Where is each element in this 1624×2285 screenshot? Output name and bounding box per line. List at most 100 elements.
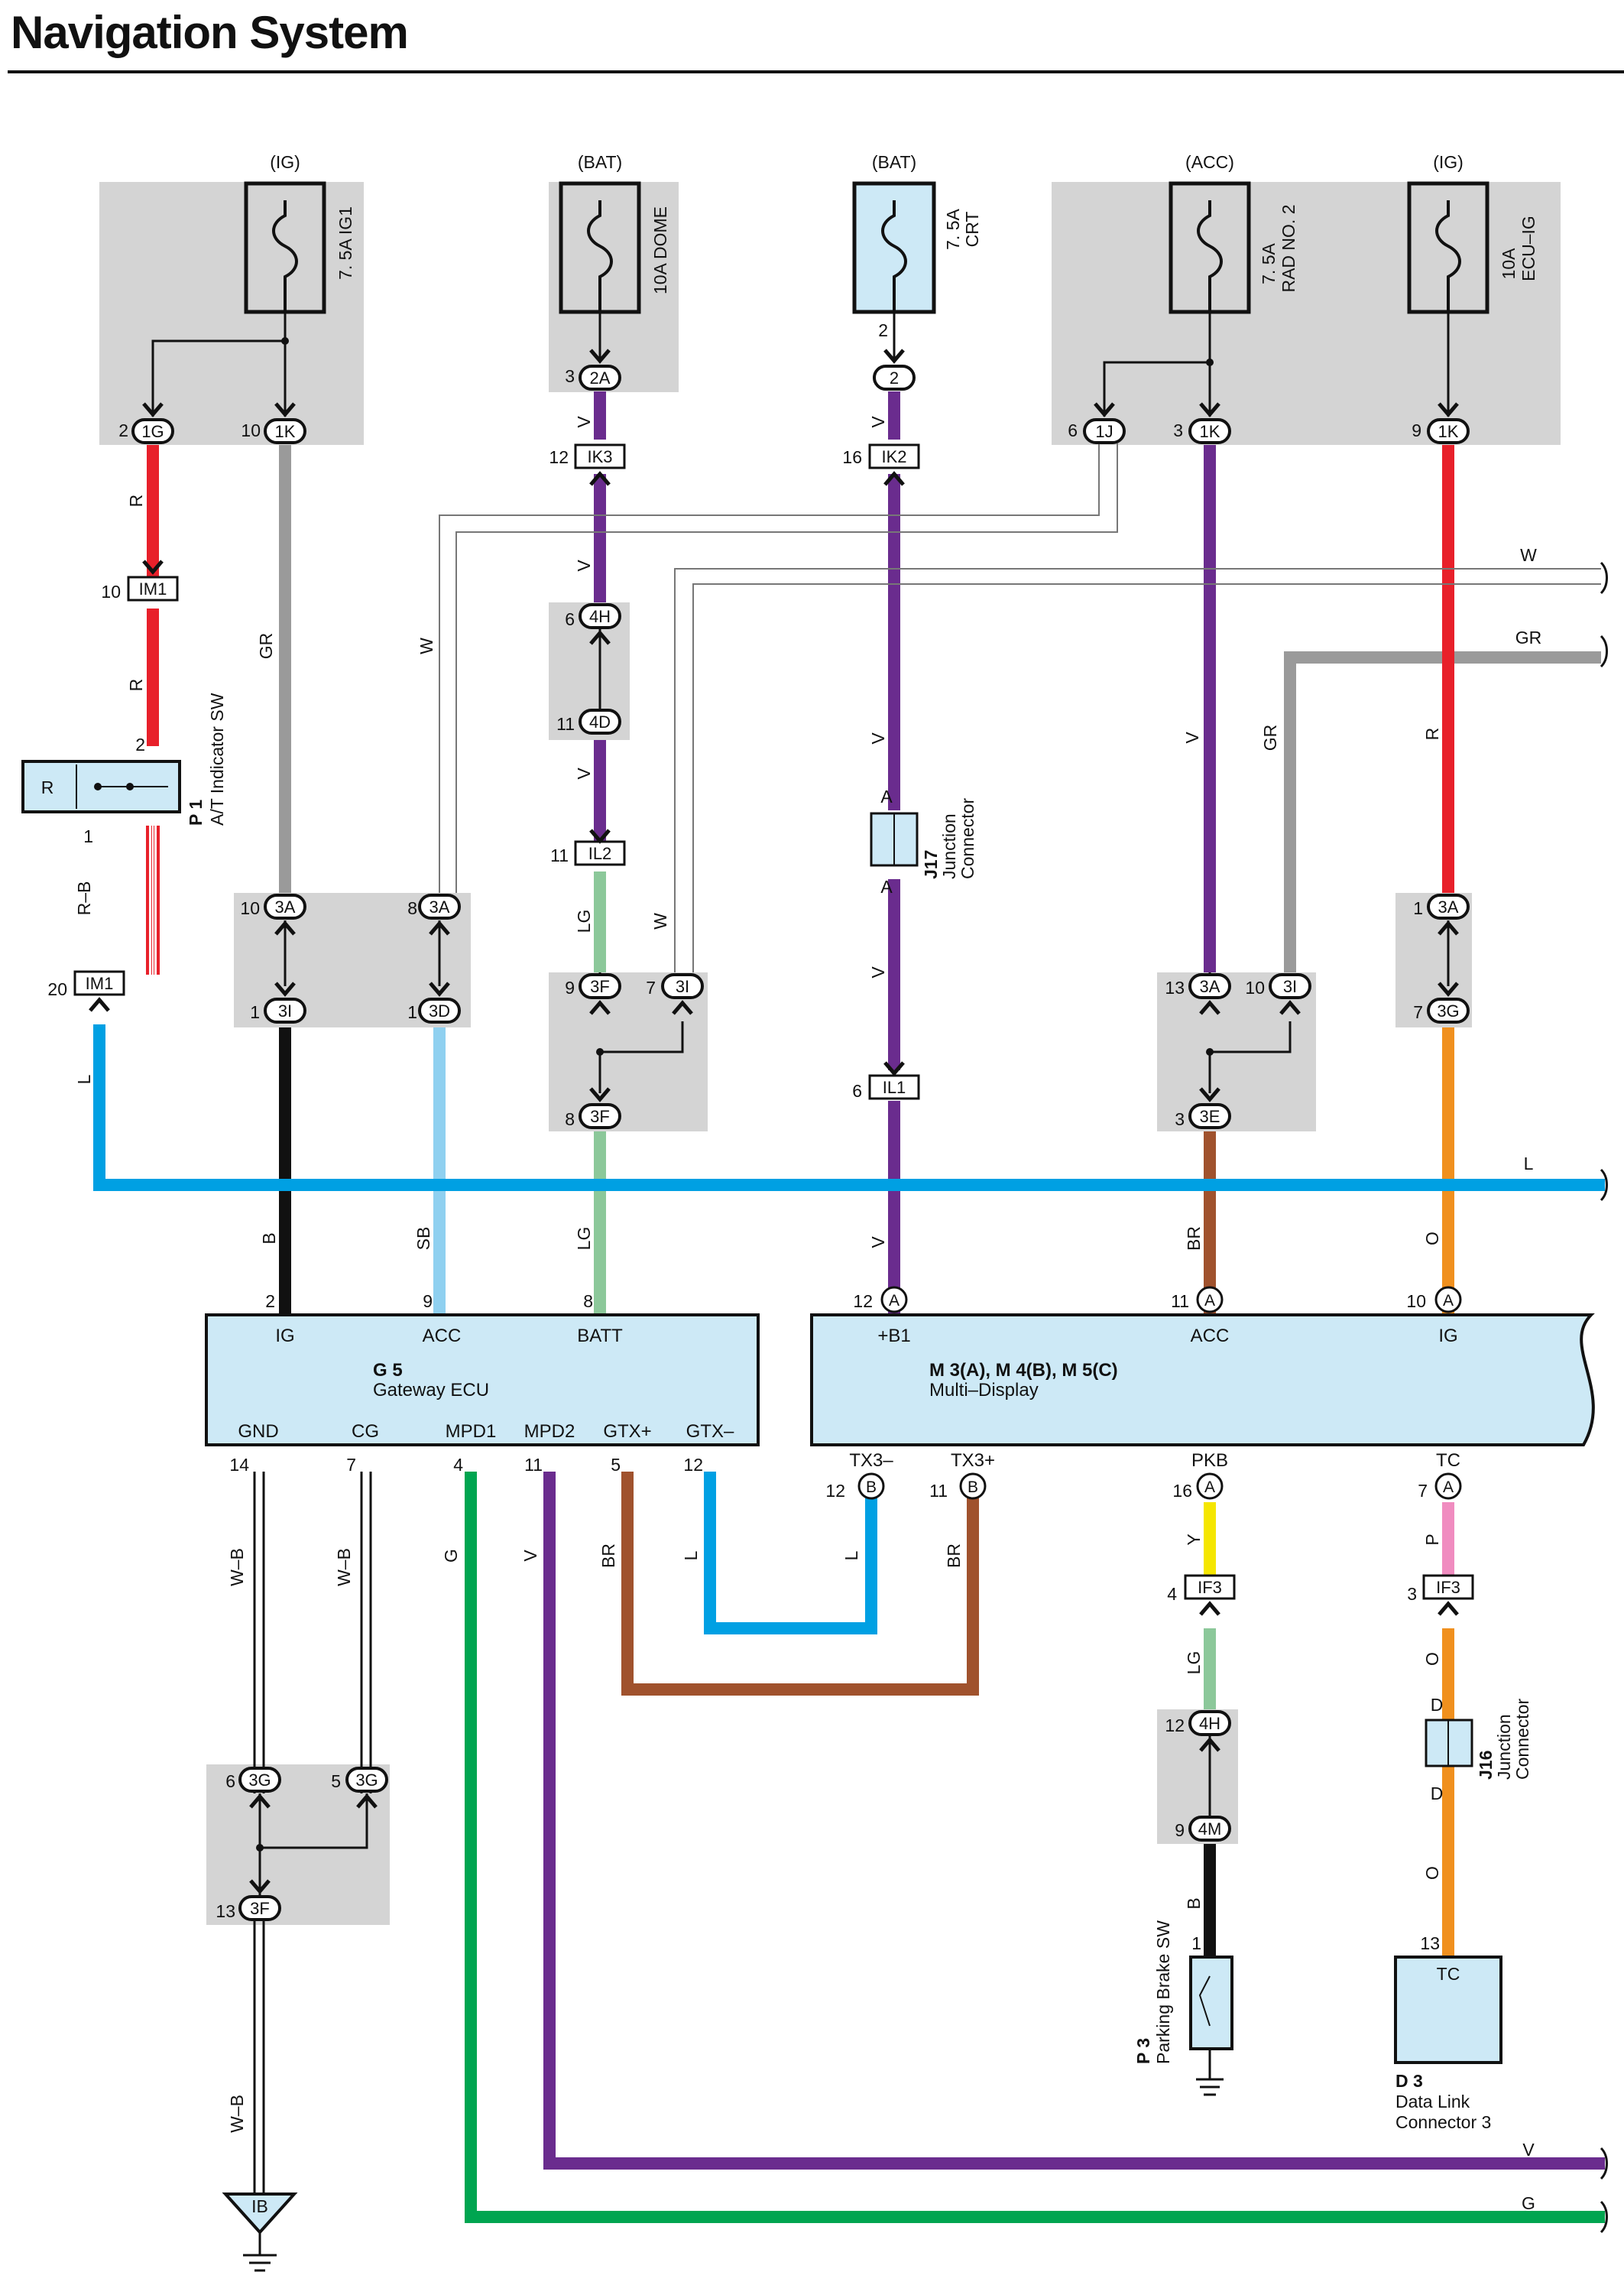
chevron-down-icon (1199, 1087, 1220, 1102)
title-rule (8, 70, 1624, 73)
svg-text:BATT: BATT (577, 1326, 623, 1346)
chevron-down-icon (1438, 402, 1459, 417)
connector-cA7: A (1434, 1472, 1462, 1500)
svg-text:BR: BR (944, 1543, 964, 1568)
connector-c3E: 3E (1188, 1103, 1231, 1129)
svg-text:4D: 4D (589, 712, 611, 732)
component-boxes (21, 760, 1595, 2272)
component-data-link-connector: TC D 3 Data Link Connector 3 (1395, 1964, 1491, 2132)
svg-text:11: 11 (1171, 1291, 1189, 1311)
svg-text:10: 10 (1406, 1291, 1426, 1311)
svg-text:3I: 3I (676, 977, 689, 996)
connector-cIK2: IK2 (868, 443, 920, 469)
svg-text:7: 7 (1413, 1002, 1423, 1022)
svg-text:V: V (1182, 732, 1202, 744)
chevron-down-icon (589, 829, 611, 844)
svg-text:IG: IG (1438, 1326, 1457, 1346)
svg-text:BR: BR (598, 1543, 618, 1568)
svg-text:P 1: P 1 (186, 800, 206, 826)
svg-text:Gateway ECU: Gateway ECU (373, 1380, 489, 1401)
connector-c2A: 2A (579, 365, 621, 391)
svg-text:G: G (441, 1549, 461, 1563)
svg-text:3G: 3G (355, 1771, 378, 1790)
junction-dot (596, 1048, 604, 1056)
svg-text:IL1: IL1 (883, 1078, 906, 1097)
svg-text:1: 1 (1413, 898, 1423, 918)
svg-text:ACC: ACC (423, 1326, 462, 1346)
wires (93, 391, 1605, 2223)
svg-text:GR: GR (1515, 628, 1542, 648)
component-gateway-ecu: IG ACC BATT G 5 Gateway ECU GND CG MPD1 … (238, 1326, 734, 1442)
connector-cB12: B (857, 1472, 885, 1500)
svg-text:3A: 3A (1438, 897, 1459, 917)
svg-text:GTX–: GTX– (686, 1421, 734, 1442)
connector-c1Kc: 1K (1427, 418, 1470, 444)
svg-text:12: 12 (683, 1455, 703, 1475)
chevron-down-icon (274, 982, 296, 997)
connector-c4D: 4D (579, 709, 621, 735)
svg-text:GND: GND (238, 1421, 278, 1442)
svg-text:3: 3 (565, 366, 575, 386)
svg-text:A: A (880, 787, 893, 807)
fuse-labels: (IG) (BAT) (BAT) (ACC) (IG) 7. 5A IG1 10… (270, 152, 1538, 294)
svg-text:3D: 3D (429, 1001, 450, 1021)
svg-text:B: B (968, 1478, 978, 1496)
connector-c3Gb: 3G (345, 1767, 388, 1793)
chevron-down-icon (589, 349, 611, 364)
connector-c3Aa: 3A (264, 894, 306, 920)
svg-text:W: W (650, 913, 670, 930)
fuse-rating: 7. 5A (1259, 242, 1279, 284)
svg-text:G 5: G 5 (373, 1360, 403, 1381)
svg-text:TX3–: TX3– (849, 1450, 893, 1471)
svg-text:4: 4 (1167, 1584, 1177, 1604)
svg-text:L: L (841, 1550, 861, 1560)
svg-text:IL2: IL2 (588, 844, 612, 863)
svg-text:V: V (1522, 2140, 1535, 2160)
svg-text:J16: J16 (1476, 1751, 1496, 1780)
connector-c1J: 1J (1083, 418, 1126, 444)
chevron-up-icon (1438, 1601, 1459, 1616)
svg-text:A/T Indicator SW: A/T Indicator SW (207, 693, 227, 826)
svg-text:IK3: IK3 (587, 447, 612, 466)
wire-codes: R GR W V R R R–B L V V LG W V V V V W GR… (74, 416, 1541, 2213)
svg-text:3E: 3E (1200, 1107, 1220, 1126)
svg-text:11: 11 (929, 1481, 948, 1501)
connector-cIL1: IL1 (868, 1074, 920, 1100)
svg-text:3: 3 (1407, 1584, 1417, 1604)
connector-c1K: 1K (264, 418, 306, 444)
svg-text:W: W (417, 638, 436, 654)
svg-text:TX3+: TX3+ (951, 1450, 995, 1471)
junction-j17: A A J17 Junction Connector (880, 787, 977, 897)
svg-text:1K: 1K (1438, 422, 1459, 441)
chevron-down-icon (883, 349, 905, 364)
svg-text:10: 10 (240, 898, 260, 918)
svg-text:A: A (1443, 1292, 1454, 1310)
fuse-supply-label: (BAT) (578, 152, 622, 172)
chevron-down-icon (429, 982, 450, 997)
svg-text:Multi–Display: Multi–Display (929, 1380, 1039, 1401)
svg-text:LG: LG (574, 910, 594, 933)
chevron-up-icon (1279, 1000, 1301, 1015)
fuse-rating: 10A DOME (650, 206, 670, 294)
svg-text:Connector: Connector (958, 798, 977, 879)
svg-text:+B1: +B1 (877, 1326, 910, 1346)
connector-c3G: 3G (1427, 998, 1470, 1024)
svg-text:V: V (520, 1550, 540, 1562)
connector-cIM1b: IM1 (73, 970, 125, 996)
connector-c2: 2 (873, 365, 916, 391)
chevron-up-icon (356, 1793, 378, 1809)
svg-text:R: R (41, 777, 54, 797)
svg-text:3A: 3A (1200, 977, 1220, 996)
svg-text:A: A (889, 1292, 900, 1310)
svg-text:1: 1 (1191, 1933, 1201, 1953)
fuse-name: ECU–IG (1519, 216, 1538, 281)
svg-text:A: A (880, 877, 893, 897)
svg-text:A: A (1204, 1478, 1215, 1496)
svg-text:ACC: ACC (1191, 1326, 1230, 1346)
connector-c1Kb: 1K (1188, 418, 1231, 444)
connector-cA12: A (880, 1286, 908, 1313)
connector-c3Ia: 3I (264, 998, 306, 1024)
svg-text:4M: 4M (1198, 1819, 1222, 1839)
fuse-name: RAD NO. 2 (1279, 204, 1298, 292)
